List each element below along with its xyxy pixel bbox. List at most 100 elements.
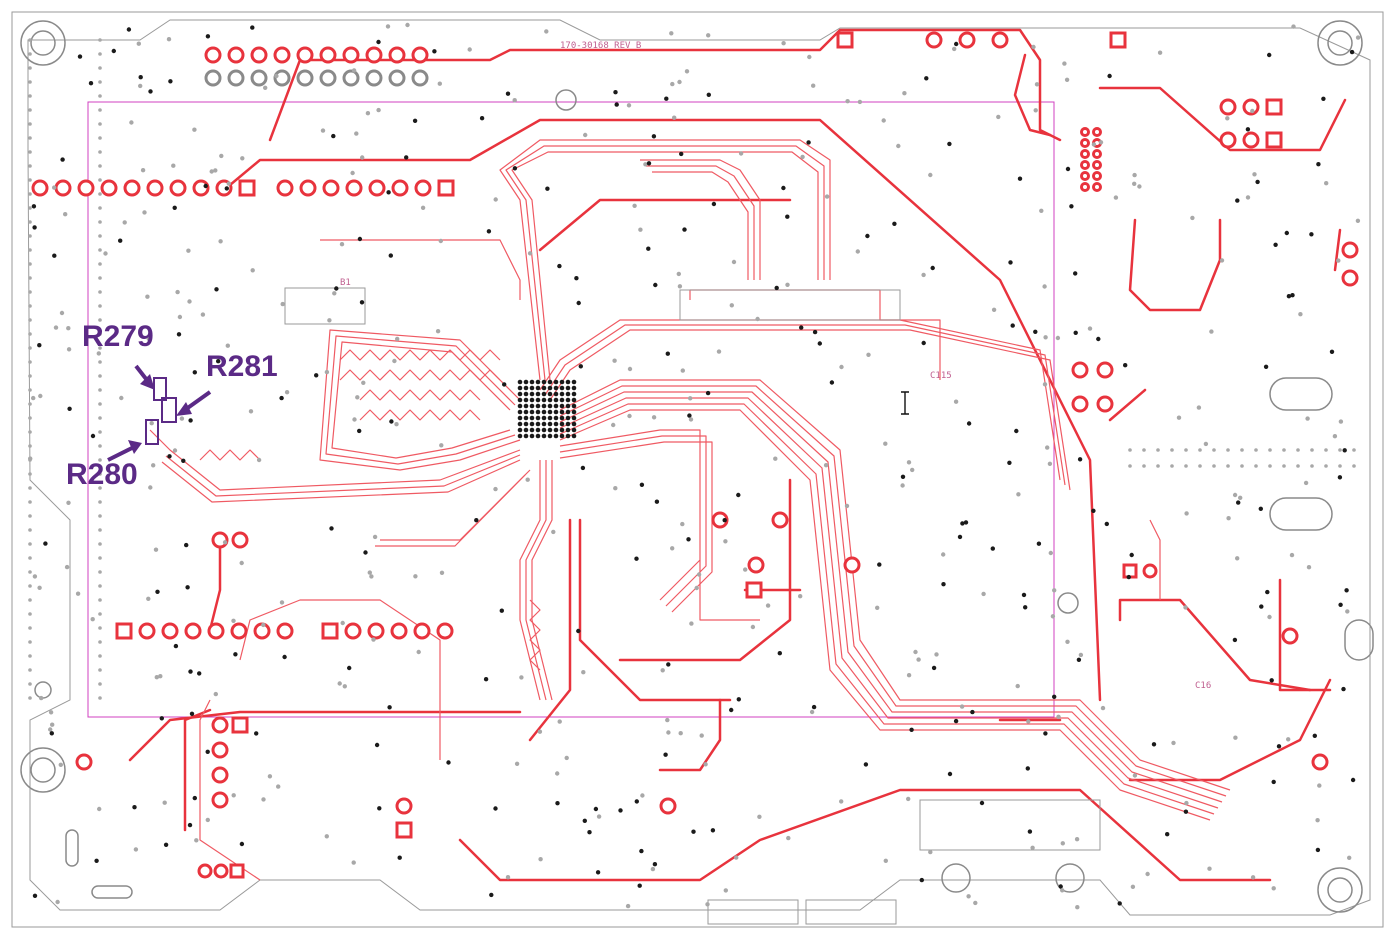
pad [411,69,429,87]
silk-label-b1: B1 [340,278,351,288]
r279-outline [153,377,167,401]
pad [1122,563,1138,579]
silk-label-c16: C16 [1195,681,1211,691]
pad [991,31,1009,49]
r280-outline [145,419,159,445]
pad [390,622,408,640]
pad [342,46,360,64]
pad [197,863,213,879]
pad [319,46,337,64]
pad [711,511,729,529]
pad [230,622,248,640]
pad [1242,98,1260,116]
r280-arrow [107,444,137,462]
pad [413,622,431,640]
pad [75,753,93,771]
pad [843,556,861,574]
pad [207,622,225,640]
pad [204,69,222,87]
pad [836,31,854,49]
pad [77,179,95,197]
pad [231,531,249,549]
callout-r280: R280 [66,458,138,491]
pad [345,179,363,197]
pad [276,179,294,197]
pad [250,69,268,87]
pad [1242,131,1260,149]
revision-label: 170-30168_REV B [560,41,641,51]
pad [115,622,133,640]
callout-r281: R281 [206,350,278,383]
pad [1341,241,1359,259]
pad [321,622,339,640]
pad [211,766,229,784]
pad [1219,98,1237,116]
pad [1071,361,1089,379]
pad [227,69,245,87]
pad [229,863,245,879]
keepout-region [87,101,1055,718]
pad [319,69,337,87]
highlighted-components [107,364,212,462]
pad [296,69,314,87]
copper-traces [128,28,1347,882]
pad [276,622,294,640]
pad [161,622,179,640]
pad [771,511,789,529]
pad [169,179,187,197]
pad [211,716,229,734]
pad [365,46,383,64]
pad [1142,563,1158,579]
vias [28,22,1361,910]
board-outline [11,11,1384,928]
r281-outline [161,397,177,423]
pad [388,46,406,64]
pad [1071,395,1089,413]
pad [395,821,413,839]
pad [1109,31,1127,49]
pad [1219,131,1237,149]
pad [925,31,943,49]
pad [204,46,222,64]
through-hole-pads [31,31,1359,879]
pad [100,179,118,197]
pad [1096,361,1114,379]
pad [436,622,454,640]
pad [213,863,229,879]
pad [273,69,291,87]
pad [958,31,976,49]
pad [368,179,386,197]
pad [211,791,229,809]
pad [747,556,765,574]
pad [123,179,141,197]
pad [211,531,229,549]
pad [437,179,455,197]
pad [227,46,245,64]
pad [238,179,256,197]
pad [184,622,202,640]
pad [211,741,229,759]
pad [138,622,156,640]
pad [1265,98,1283,116]
pad [231,716,249,734]
pad [146,179,164,197]
silk-label-c115: C115 [930,371,952,381]
pad [1265,131,1283,149]
pad [31,179,49,197]
pad [745,581,763,599]
bga-chip [517,379,577,439]
text-cursor-icon [901,391,909,415]
pad [54,179,72,197]
pad [1096,395,1114,413]
pad [388,69,406,87]
connector-header [284,287,1101,925]
pad [1281,627,1299,645]
mounting-holes [20,20,1374,913]
callout-r279: R279 [82,320,154,353]
pad [342,69,360,87]
serpentine-traces [199,349,541,671]
pad [367,622,385,640]
pad [659,797,677,815]
pad [299,179,317,197]
